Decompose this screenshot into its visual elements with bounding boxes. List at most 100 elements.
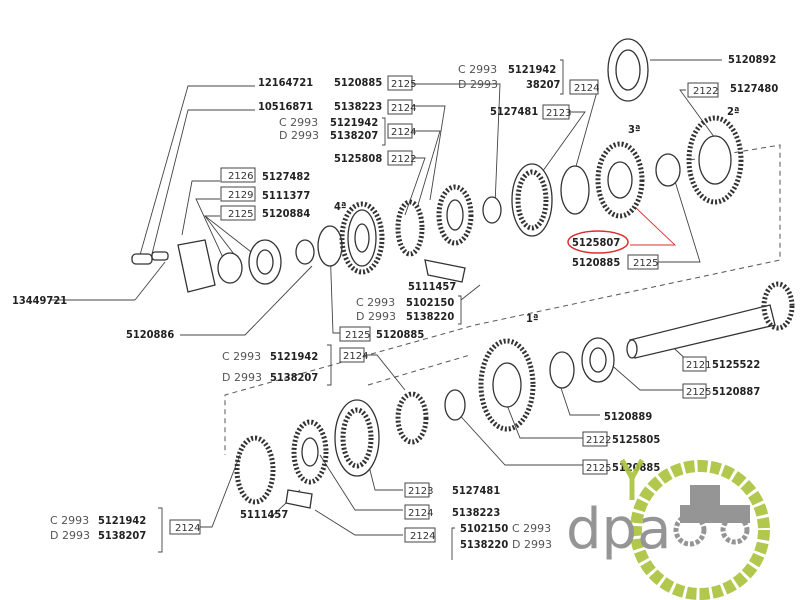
part-number[interactable]: 13449721 bbox=[12, 294, 67, 307]
part-number[interactable]: 5120889 bbox=[604, 410, 652, 423]
logo-text: dpa bbox=[566, 497, 671, 562]
part-number[interactable]: 5138207 bbox=[270, 371, 318, 384]
variant-code: D 2993 bbox=[50, 529, 90, 542]
variant-code: C 2993 bbox=[279, 116, 318, 129]
variant-code: D 2993 bbox=[512, 538, 552, 551]
part-number[interactable]: 5127481 bbox=[452, 484, 500, 497]
washer-icon bbox=[549, 351, 575, 389]
part-number[interactable]: 5127481 bbox=[490, 105, 538, 118]
ref-box[interactable]: 2124 bbox=[391, 127, 416, 138]
part-number[interactable]: 5111457 bbox=[408, 280, 456, 293]
synchro-ring-icon bbox=[395, 391, 429, 445]
ref-box[interactable]: 2129 bbox=[228, 190, 253, 201]
synchro-ring-icon bbox=[234, 435, 276, 505]
variant-code: D 2993 bbox=[356, 310, 396, 323]
gear-label-3rd: 3ª bbox=[628, 123, 640, 136]
ref-box[interactable]: 2125 bbox=[228, 209, 253, 220]
nut-icon bbox=[217, 252, 243, 284]
part-number[interactable]: 5121942 bbox=[508, 63, 556, 76]
gear-label-4th: 4ª bbox=[334, 200, 346, 213]
ref-box[interactable]: 2122 bbox=[693, 86, 718, 97]
part-number[interactable]: 5120887 bbox=[712, 385, 760, 398]
part-number[interactable]: 5138207 bbox=[98, 529, 146, 542]
callouts: 12164721 10516871 5120885 2125 5138223 2… bbox=[12, 53, 778, 560]
bushing-icon bbox=[444, 389, 466, 421]
ref-box[interactable]: 2124 bbox=[391, 103, 416, 114]
part-number[interactable]: 5138220 bbox=[406, 310, 454, 323]
part-number[interactable]: 5120885 bbox=[334, 76, 382, 89]
part-number[interactable]: 5138223 bbox=[452, 506, 500, 519]
ref-box[interactable]: 2121 bbox=[686, 360, 711, 371]
part-number[interactable]: 5121942 bbox=[98, 514, 146, 527]
part-number[interactable]: 5125805 bbox=[612, 433, 660, 446]
ref-box[interactable]: 2124 bbox=[410, 531, 435, 542]
ref-box[interactable]: 2125 bbox=[686, 387, 711, 398]
part-number[interactable]: 5127482 bbox=[262, 170, 310, 183]
part-number[interactable]: 5121942 bbox=[270, 350, 318, 363]
part-number[interactable]: 5102150 bbox=[406, 296, 454, 309]
synchro-ring-icon bbox=[560, 165, 590, 215]
part-number[interactable]: 5120884 bbox=[262, 207, 310, 220]
main-shaft-icon bbox=[629, 304, 776, 359]
ref-box[interactable]: 2125 bbox=[586, 463, 611, 474]
part-number[interactable]: 5120885 bbox=[572, 256, 620, 269]
part-number[interactable]: 5138220 bbox=[460, 538, 508, 551]
synchro-hub-icon bbox=[436, 184, 474, 246]
ref-box[interactable]: 2124 bbox=[175, 523, 200, 534]
ref-box[interactable]: 2125 bbox=[345, 330, 370, 341]
lower-shaft-parts bbox=[234, 281, 795, 509]
highlighted-part-number[interactable]: 5125807 bbox=[572, 236, 620, 249]
variant-code: D 2993 bbox=[279, 129, 319, 142]
gear-1st-icon bbox=[478, 338, 536, 432]
part-number[interactable]: 5138207 bbox=[330, 129, 378, 142]
ref-box[interactable]: 2122 bbox=[586, 435, 611, 446]
variant-code: D 2993 bbox=[222, 371, 262, 384]
part-number[interactable]: 5121942 bbox=[330, 116, 378, 129]
ref-box[interactable]: 2124 bbox=[343, 351, 368, 362]
ref-box[interactable]: 2125 bbox=[391, 79, 416, 90]
part-number[interactable]: 5102150 bbox=[460, 522, 508, 535]
variant-code: C 2993 bbox=[222, 350, 261, 363]
part-number[interactable]: 38207 bbox=[526, 78, 561, 91]
ref-box[interactable]: 2124 bbox=[408, 508, 433, 519]
part-number[interactable]: 5127480 bbox=[730, 82, 778, 95]
cover-icon bbox=[177, 239, 216, 293]
dashed-boundary bbox=[367, 354, 471, 386]
gear-3rd-icon bbox=[595, 141, 645, 219]
part-number[interactable]: 5111377 bbox=[262, 189, 310, 202]
variant-code: C 2993 bbox=[50, 514, 89, 527]
part-number[interactable]: 5138223 bbox=[334, 100, 382, 113]
bushing-icon bbox=[317, 225, 343, 267]
ref-box[interactable]: 2123 bbox=[408, 486, 433, 497]
part-number[interactable]: 5120885 bbox=[376, 328, 424, 341]
key-icon bbox=[424, 259, 466, 283]
ref-box[interactable]: 2125 bbox=[633, 258, 658, 269]
part-number[interactable]: 5111457 bbox=[240, 508, 288, 521]
variant-code: C 2993 bbox=[356, 296, 395, 309]
part-number[interactable]: 5120886 bbox=[126, 328, 174, 341]
gear-label-2nd: 2ª bbox=[727, 105, 739, 118]
variant-code: C 2993 bbox=[458, 63, 497, 76]
shaft-pinion-icon bbox=[761, 281, 795, 331]
part-number[interactable]: 5125808 bbox=[334, 152, 382, 165]
dashed-boundary bbox=[224, 144, 781, 455]
bushing-icon bbox=[482, 196, 502, 224]
upper-shaft-parts bbox=[131, 38, 744, 293]
variant-code: D 2993 bbox=[458, 78, 498, 91]
ref-box[interactable]: 2126 bbox=[228, 171, 253, 182]
part-number[interactable]: 12164721 bbox=[258, 76, 313, 89]
ref-box[interactable]: 2124 bbox=[574, 83, 599, 94]
ref-box[interactable]: 2122 bbox=[391, 154, 416, 165]
synchro-hub-icon bbox=[291, 419, 329, 485]
gear-label-1st: 1ª bbox=[526, 312, 538, 325]
dpa-logo: dpa bbox=[566, 458, 770, 600]
variant-code: C 2993 bbox=[512, 522, 551, 535]
part-number[interactable]: 5120892 bbox=[728, 53, 776, 66]
key-icon bbox=[285, 489, 313, 509]
part-number[interactable]: 10516871 bbox=[258, 100, 313, 113]
bolt-icon bbox=[151, 251, 169, 261]
ref-box[interactable]: 2123 bbox=[546, 108, 571, 119]
part-number[interactable]: 5125522 bbox=[712, 358, 760, 371]
